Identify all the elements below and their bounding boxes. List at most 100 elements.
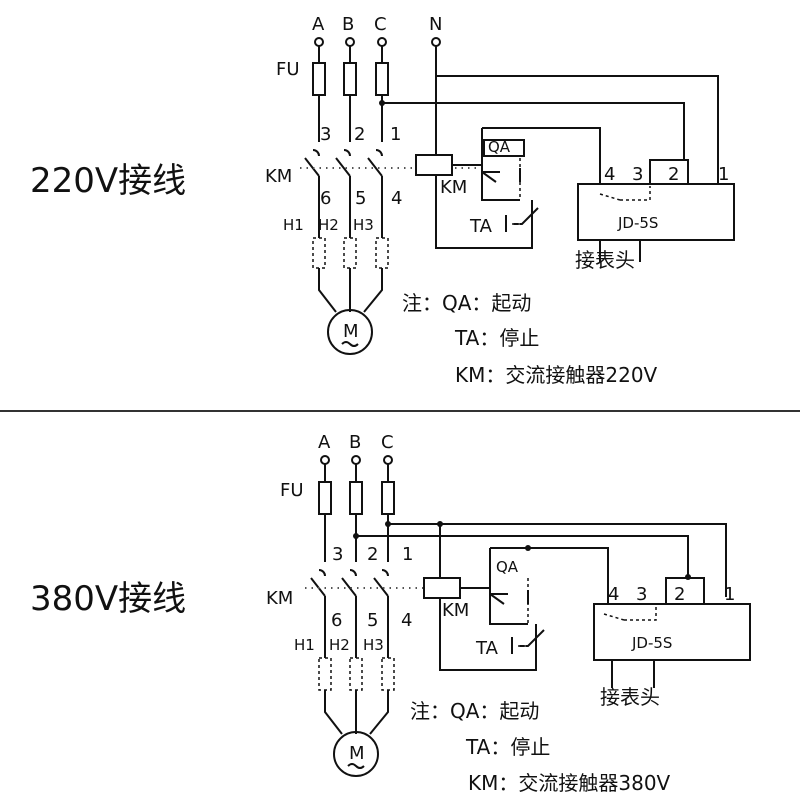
lower-number-5: 5 bbox=[355, 188, 366, 209]
motor-feed-wires bbox=[318, 268, 383, 313]
meter-leads bbox=[599, 240, 641, 262]
fuse-c-icon bbox=[375, 62, 389, 96]
heater-h2-icon bbox=[349, 657, 363, 691]
contact-number-1: 1 bbox=[390, 124, 401, 145]
phase-c-branch-wire bbox=[382, 102, 685, 160]
km-contact-c-icon bbox=[367, 149, 383, 200]
motor-icon bbox=[333, 731, 379, 777]
contact-number-3: 3 bbox=[320, 124, 331, 145]
phase-c-branch-wire bbox=[388, 523, 727, 597]
relay-terminal-4: 4 bbox=[604, 164, 615, 185]
coil-return-wire bbox=[435, 175, 533, 249]
km-contact-a-icon bbox=[310, 569, 326, 618]
km-contact-b-icon bbox=[341, 569, 357, 618]
junction-c-icon bbox=[385, 521, 391, 527]
ta-button-icon bbox=[505, 207, 539, 232]
relay-internal-contact-icon bbox=[599, 186, 651, 201]
diagram-380v: 380V接线 A B C FU 3 2 1 KM 6 bbox=[0, 412, 800, 812]
ta-button-icon bbox=[511, 629, 545, 654]
qa-frame-icon bbox=[483, 139, 525, 157]
phase-b-label: B bbox=[342, 14, 354, 35]
km-contact-b-icon bbox=[335, 149, 351, 200]
diagram-title: 220V接线 bbox=[30, 161, 186, 201]
terminal-c-icon bbox=[377, 37, 387, 47]
coil-return-wire bbox=[439, 598, 537, 671]
relay-label: JD-5S bbox=[617, 214, 658, 232]
contact-number-2: 2 bbox=[354, 124, 365, 145]
fuse-b-icon bbox=[343, 62, 357, 96]
terminal-b-icon bbox=[351, 455, 361, 465]
ta-label: TA bbox=[475, 638, 499, 659]
qa-label: QA bbox=[496, 558, 519, 576]
coil-km-icon bbox=[423, 577, 461, 599]
motor-ac-symbol-icon bbox=[347, 763, 365, 769]
heater-h1-icon bbox=[318, 657, 332, 691]
phase-c-label: C bbox=[381, 432, 394, 453]
diagram-220v: 220V接线 A B C N FU 3 2 1 KM bbox=[0, 0, 800, 400]
motor-icon bbox=[327, 309, 373, 355]
note-ta: TA：停止 bbox=[465, 735, 550, 759]
wiring-diagram-220v: 220V接线 A B C N FU 3 2 1 KM bbox=[30, 14, 735, 387]
phase-a-label: A bbox=[312, 14, 325, 35]
ta-label: TA bbox=[469, 216, 493, 237]
junction-qa-icon bbox=[525, 545, 531, 551]
meter-label: 接表头 bbox=[575, 248, 635, 272]
phase-a-label: A bbox=[318, 432, 331, 453]
wiring-diagram-380v: 380V接线 A B C FU 3 2 1 KM 6 bbox=[30, 432, 751, 795]
heater-h1-icon bbox=[312, 237, 326, 269]
meter-leads bbox=[611, 660, 655, 688]
relay-terminal-1: 1 bbox=[718, 164, 729, 185]
phase-b-label: B bbox=[349, 432, 361, 453]
terminal-b-icon bbox=[345, 37, 355, 47]
heater-feed-wires bbox=[318, 200, 383, 238]
contact-number-2: 2 bbox=[367, 544, 378, 565]
panel-divider bbox=[0, 410, 800, 412]
lower-number-6: 6 bbox=[331, 610, 342, 631]
km-contact-label: KM bbox=[265, 166, 292, 187]
km-contact-label: KM bbox=[266, 588, 293, 609]
junction-b-icon bbox=[353, 533, 359, 539]
terminal-a-icon bbox=[314, 37, 324, 47]
note-qa: 注：QA：起动 bbox=[402, 291, 531, 315]
heater-label-h1: H1 bbox=[294, 636, 315, 654]
motor-label: M bbox=[349, 743, 365, 764]
note-ta: TA：停止 bbox=[454, 326, 539, 350]
neutral-wire bbox=[435, 46, 719, 185]
diagram-title: 380V接线 bbox=[30, 579, 186, 619]
lower-number-6: 6 bbox=[320, 188, 331, 209]
fuse-label: FU bbox=[276, 59, 300, 80]
lower-number-4: 4 bbox=[391, 188, 402, 209]
lower-number-4: 4 bbox=[401, 610, 412, 631]
note-qa: 注：QA：起动 bbox=[410, 699, 539, 723]
relay-terminal-2: 2 bbox=[668, 164, 679, 185]
contact-number-3: 3 bbox=[332, 544, 343, 565]
relay-label: JD-5S bbox=[631, 634, 672, 652]
terminal-c-icon bbox=[383, 455, 393, 465]
relay-internal-contact-icon bbox=[603, 606, 657, 621]
junction-icon bbox=[379, 100, 385, 106]
terminal-n-icon bbox=[431, 37, 441, 47]
heater-h3-icon bbox=[375, 237, 389, 269]
phase-b-branch-wire bbox=[356, 535, 689, 577]
neutral-label: N bbox=[429, 14, 442, 35]
motor-feed-wires bbox=[324, 690, 389, 735]
km-contact-c-icon bbox=[373, 569, 389, 618]
lower-number-5: 5 bbox=[367, 610, 378, 631]
fuse-label: FU bbox=[280, 480, 304, 501]
fuse-b-icon bbox=[349, 481, 363, 515]
relay-terminal-4: 4 bbox=[608, 584, 619, 605]
coil-label: KM bbox=[440, 177, 467, 198]
phase-c-label: C bbox=[374, 14, 387, 35]
motor-ac-symbol-icon bbox=[341, 341, 359, 347]
coil-km-icon bbox=[415, 154, 453, 176]
control-wires bbox=[481, 127, 601, 201]
note-km: KM：交流接触器380V bbox=[468, 771, 671, 795]
km-contact-a-icon bbox=[304, 149, 320, 200]
heater-feed-wires bbox=[324, 618, 389, 658]
heater-label-h2: H2 bbox=[318, 216, 339, 234]
qa-label: QA bbox=[488, 138, 511, 156]
relay-terminal-box-icon bbox=[665, 577, 705, 605]
relay-terminal-box-icon bbox=[649, 159, 689, 185]
coil-label: KM bbox=[442, 600, 469, 621]
heater-h2-icon bbox=[343, 237, 357, 269]
